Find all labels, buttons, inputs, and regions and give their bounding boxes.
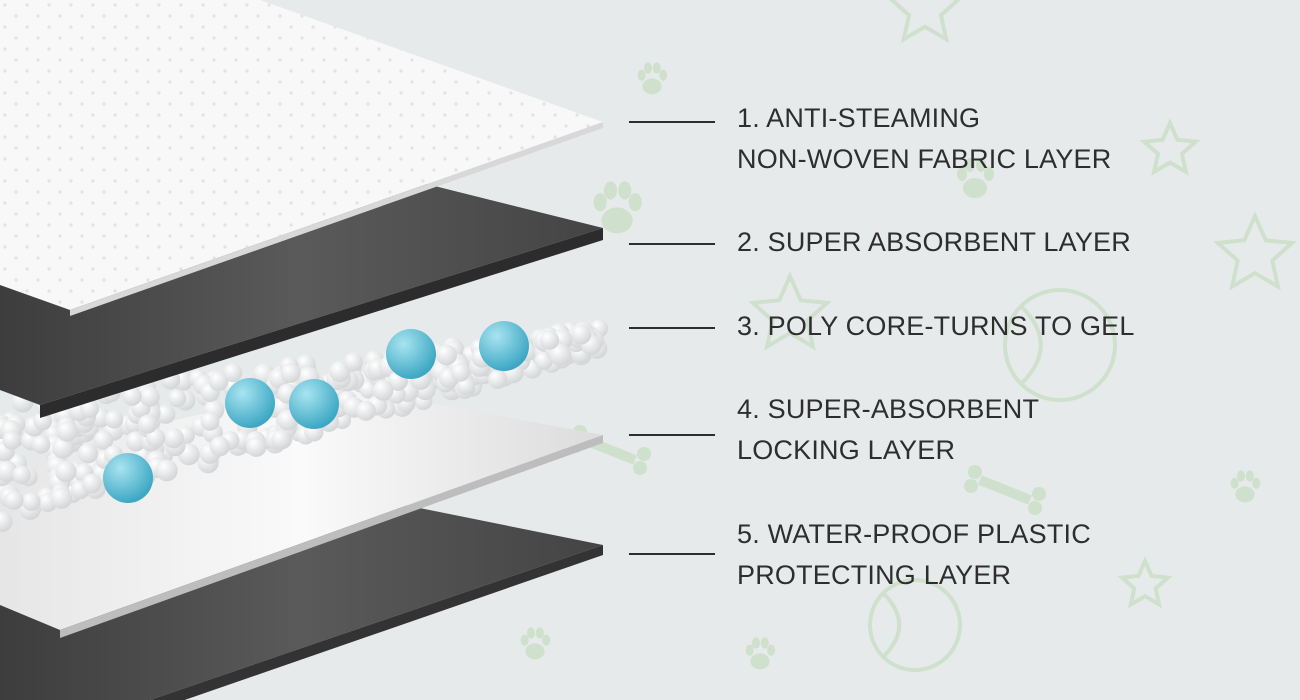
label-layer-4: 4. SUPER-ABSORBENT LOCKING LAYER (737, 389, 1039, 471)
label-line: LOCKING LAYER (737, 435, 956, 465)
poly-bead (200, 411, 220, 431)
poly-bead (280, 363, 301, 383)
poly-bead (488, 369, 508, 389)
leader-line-2 (629, 243, 715, 245)
poly-bead (451, 363, 470, 382)
poly-bead (138, 414, 158, 434)
gel-bead (386, 329, 436, 379)
tennis-ball-icon (1003, 288, 1117, 402)
poly-bead (4, 490, 24, 510)
poly-bead (163, 428, 184, 449)
star-icon (1117, 556, 1173, 609)
leader-line-4 (629, 434, 715, 436)
label-layer-5: 5. WATER-PROOF PLASTIC PROTECTING LAYER (737, 514, 1091, 596)
poly-bead (271, 429, 291, 450)
label-line: 4. SUPER-ABSORBENT (737, 394, 1040, 424)
poly-bead (82, 473, 102, 494)
poly-bead (125, 431, 147, 452)
label-line: PROTECTING LAYER (737, 560, 1012, 590)
poly-bead (208, 371, 229, 392)
label-line: NON-WOVEN FABRIC LAYER (737, 144, 1112, 174)
poly-bead (155, 459, 178, 482)
label-layer-3: 3. POLY CORE-TURNS TO GEL (737, 306, 1135, 347)
poly-bead (55, 460, 77, 483)
gel-bead (103, 453, 153, 503)
paw-icon (745, 637, 776, 670)
poly-bead (21, 492, 41, 511)
poly-bead (50, 487, 73, 509)
label-line: 3. POLY CORE-TURNS TO GEL (737, 311, 1135, 341)
label-layer-1: 1. ANTI-STEAMING NON-WOVEN FABRIC LAYER (737, 98, 1111, 180)
layer-1-fabric (0, 0, 603, 316)
gel-bead (289, 379, 339, 429)
gel-bead (225, 378, 275, 428)
leader-line-5 (629, 553, 715, 555)
poly-bead (77, 443, 99, 464)
poly-bead (2, 431, 22, 450)
poly-bead (372, 379, 394, 401)
label-line: 5. WATER-PROOF PLASTIC (737, 519, 1091, 549)
paw-icon (520, 627, 551, 660)
label-line: 1. ANTI-STEAMING (737, 103, 981, 133)
leader-line-1 (629, 121, 715, 123)
bone-icon (964, 465, 1046, 515)
poly-bead (104, 410, 124, 429)
poly-bead (139, 386, 160, 407)
leader-line-3 (629, 327, 715, 329)
star-icon (1213, 211, 1297, 291)
poly-bead (356, 401, 376, 421)
poly-bead (56, 420, 78, 442)
poly-bead (52, 437, 74, 459)
poly-bead (223, 363, 243, 383)
poly-bead (539, 330, 560, 350)
poly-bead (122, 386, 142, 406)
tennis-ball-icon (868, 578, 962, 672)
poly-bead (246, 436, 267, 457)
layer-3-poly-core (0, 319, 609, 532)
poly-bead (156, 404, 176, 424)
poly-bead (31, 435, 51, 454)
poly-bead (80, 399, 100, 419)
paw-icon (593, 181, 642, 234)
paw-icon (1230, 470, 1261, 503)
star-icon (748, 271, 832, 351)
poly-bead (168, 389, 187, 408)
poly-bead (209, 436, 230, 457)
poly-bead (12, 465, 31, 485)
paw-icon (637, 62, 668, 95)
poly-bead (571, 324, 592, 345)
star-icon (1139, 118, 1201, 176)
label-layer-2: 2. SUPER ABSORBENT LAYER (737, 222, 1131, 263)
star-icon (889, 0, 961, 44)
poly-bead (343, 352, 363, 372)
label-line: 2. SUPER ABSORBENT LAYER (737, 227, 1131, 257)
poly-bead (549, 343, 572, 366)
poly-bead (436, 344, 458, 366)
poly-bead (0, 511, 13, 532)
background-decorations (520, 0, 1297, 672)
paw-icon (957, 158, 994, 198)
poly-bead (146, 428, 166, 448)
gel-bead (479, 321, 529, 371)
poly-bead (93, 430, 114, 450)
